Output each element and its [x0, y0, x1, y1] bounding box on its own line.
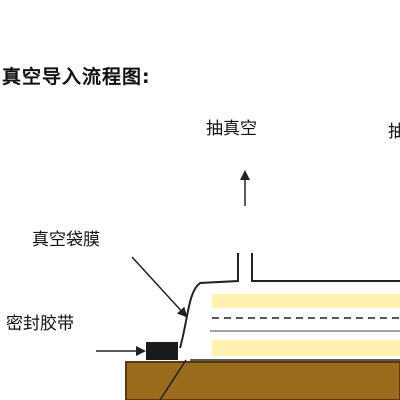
vacuum-bag-film-label: 真空袋膜 — [32, 230, 100, 250]
laminate-top-layer — [212, 294, 400, 308]
vacuum-bag-film — [179, 253, 400, 349]
mold-base — [125, 361, 400, 400]
film-leader-arrow — [131, 256, 188, 318]
vacuum-pump-label: 抽真空 — [206, 119, 257, 139]
diagram-title: 真空导入流程图: — [2, 66, 151, 88]
sealant-tape-label: 密封胶带 — [6, 314, 74, 334]
vacuum-pump-label-2: 抽 — [388, 122, 400, 142]
laminate-bottom-layer — [212, 340, 400, 356]
lower-leader-line — [159, 359, 187, 400]
sealant-tape-block — [146, 342, 178, 360]
